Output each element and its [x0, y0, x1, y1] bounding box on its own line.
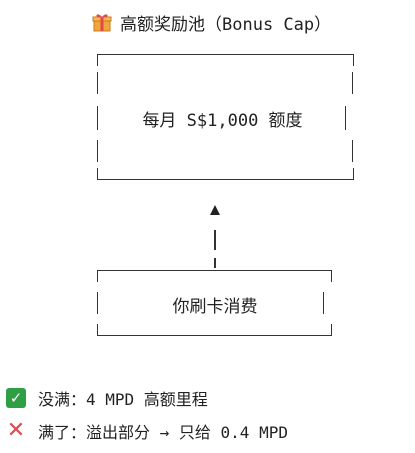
check-mark-icon: ✓	[6, 388, 26, 408]
arrow-up-icon	[210, 205, 220, 215]
spend-box-right-bar	[323, 292, 324, 314]
spend-box-label: 你刷卡消费	[172, 297, 258, 317]
legend-not-full-text: 没满：4 MPD 高额里程	[38, 390, 208, 409]
cross-mark-icon: ✕	[6, 418, 26, 443]
cap-box-right-bar	[352, 72, 353, 94]
diagram-title: 高额奖励池（Bonus Cap）	[92, 8, 331, 36]
arrow-shaft	[214, 258, 216, 268]
spend-box-left-bar	[97, 292, 98, 314]
legend-full: ✕ 满了：溢出部分 → 只给 0.4 MPD	[6, 419, 288, 443]
legend-full-text: 满了：溢出部分 → 只给 0.4 MPD	[38, 423, 288, 442]
cap-box-left-bar	[97, 140, 98, 162]
spend-box	[97, 270, 332, 336]
title-text: 高额奖励池（Bonus Cap）	[120, 14, 332, 35]
arrow-shaft	[214, 230, 216, 250]
cap-box-right-bar	[345, 106, 346, 130]
cap-box-left-bar	[97, 106, 98, 130]
gift-icon	[92, 14, 112, 32]
cap-box-right-bar	[352, 140, 353, 162]
cap-box-left-bar	[97, 72, 98, 94]
cap-box-label: 每月 S$1,000 额度	[142, 111, 303, 131]
legend-not-full: ✓ 没满：4 MPD 高额里程	[6, 386, 208, 410]
bonus-cap-box	[97, 54, 354, 180]
